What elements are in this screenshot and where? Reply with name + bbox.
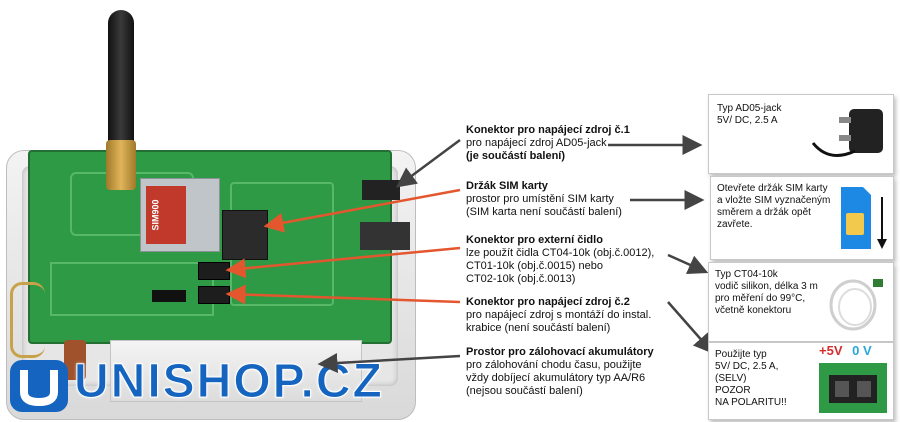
callout-sensor-line2: CT01-10k (obj.č.0015) nebo bbox=[466, 260, 603, 272]
psu-line2: 5V/ DC, 2.5 A, bbox=[715, 361, 779, 372]
psu-box: Použijte typ 5V/ DC, 2.5 A, (SELV) POZOR… bbox=[708, 342, 894, 420]
antenna-icon bbox=[108, 10, 134, 150]
sim-holder bbox=[222, 210, 268, 260]
simcard-line3: směrem a držák opět bbox=[717, 207, 811, 218]
callout-sensor-line3: CT02-10k (obj.č.0013) bbox=[466, 273, 576, 285]
arrow-battery bbox=[317, 353, 461, 373]
callout-battery-line3: (nejsou součástí balení) bbox=[466, 385, 583, 397]
terminal-block-icon bbox=[819, 363, 887, 413]
adapter-box: Typ AD05-jack 5V/ DC, 2.5 A bbox=[708, 94, 894, 174]
callout-sim-title: Držák SIM karty bbox=[466, 180, 548, 192]
callout-battery-title: Prostor pro zálohovací akumulátory bbox=[466, 346, 654, 358]
psu-zero-label: 0 V bbox=[852, 343, 872, 358]
external-connector bbox=[360, 222, 410, 250]
arrow-sensor-box bbox=[667, 253, 709, 274]
power-adapter-icon bbox=[811, 109, 883, 157]
sensor-line2: vodič silikon, délka 3 m bbox=[715, 281, 818, 292]
coil bbox=[64, 340, 86, 380]
callout-sensor: Konektor pro externí čidlo lze použít či… bbox=[466, 234, 706, 286]
callout-power2-line2: krabice (není součástí balení) bbox=[466, 322, 611, 334]
callout-sensor-title: Konektor pro externí čidlo bbox=[466, 234, 603, 246]
simcard-line2: a vložte SIM vyznačeným bbox=[717, 195, 831, 206]
sensor-line3: pro měření do 99°C, bbox=[715, 293, 806, 304]
temperature-sensor-cable-icon bbox=[829, 279, 883, 331]
callout-battery: Prostor pro zálohovací akumulátory pro z… bbox=[466, 346, 706, 398]
sensor-line1: Typ CT04-10k bbox=[715, 269, 778, 280]
sensor-line4: včetně konektoru bbox=[715, 305, 792, 316]
psu-line1: Použijte typ bbox=[715, 349, 767, 360]
simcard-line1: Otevřete držák SIM karty bbox=[717, 183, 828, 194]
callout-power1-line1: pro napájecí zdroj AD05-jack bbox=[466, 137, 607, 149]
sensor-box: Typ CT04-10k vodič silikon, délka 3 m pr… bbox=[708, 262, 894, 342]
arrow-power1 bbox=[395, 138, 461, 188]
sim-card-icon bbox=[841, 187, 887, 249]
antenna-connector bbox=[106, 140, 136, 190]
brand-logo bbox=[10, 360, 68, 412]
callout-battery-line1: pro zálohování chodu času, použijte bbox=[466, 359, 642, 371]
brass-contact bbox=[10, 282, 45, 358]
gsm-module-label-area: SIM900 bbox=[146, 186, 186, 244]
callout-power2-line1: pro napájecí zdroj s montáží do instal. bbox=[466, 309, 652, 321]
arrow-power2 bbox=[225, 284, 461, 305]
callout-sim-line1: prostor pro umístění SIM karty bbox=[466, 193, 614, 205]
callout-power2-title: Konektor pro napájecí zdroj č.2 bbox=[466, 296, 630, 308]
callout-power1-line2: (je součástí balení) bbox=[466, 150, 566, 162]
simcard-line4: zavřete. bbox=[717, 219, 753, 230]
callout-power1-title: Konektor pro napájecí zdroj č.1 bbox=[466, 124, 630, 136]
down-arrow-icon bbox=[877, 239, 887, 249]
callout-sim: Držák SIM karty prostor pro umístění SIM… bbox=[466, 180, 706, 219]
arrow-sim bbox=[263, 188, 461, 233]
callout-battery-line2: vždy dobíjecí akumulátory typ AA/R6 bbox=[466, 372, 646, 384]
simcard-box: Otevřete držák SIM karty a vložte SIM vy… bbox=[710, 176, 894, 260]
pin-header bbox=[152, 290, 186, 302]
callout-sensor-line1: lze použít čidla CT04-10k (obj.č.0012), bbox=[466, 247, 655, 259]
psu-line3: (SELV) bbox=[715, 373, 747, 384]
callout-power2: Konektor pro napájecí zdroj č.2 pro napá… bbox=[466, 296, 706, 335]
callout-power1: Konektor pro napájecí zdroj č.1 pro napá… bbox=[466, 124, 706, 163]
arrow-sensor bbox=[225, 246, 461, 279]
psu-line5: NA POLARITU!! bbox=[715, 397, 787, 408]
psu-line4: POZOR bbox=[715, 385, 751, 396]
psu-plus-label: +5V bbox=[819, 343, 843, 358]
arrow-power2-box bbox=[667, 301, 714, 354]
adapter-line2: 5V/ DC, 2.5 A bbox=[717, 115, 778, 126]
dc-jack-connector bbox=[362, 180, 400, 200]
callout-sim-line2: (SIM karta není součástí balení) bbox=[466, 206, 622, 218]
adapter-line1: Typ AD05-jack bbox=[717, 103, 782, 114]
